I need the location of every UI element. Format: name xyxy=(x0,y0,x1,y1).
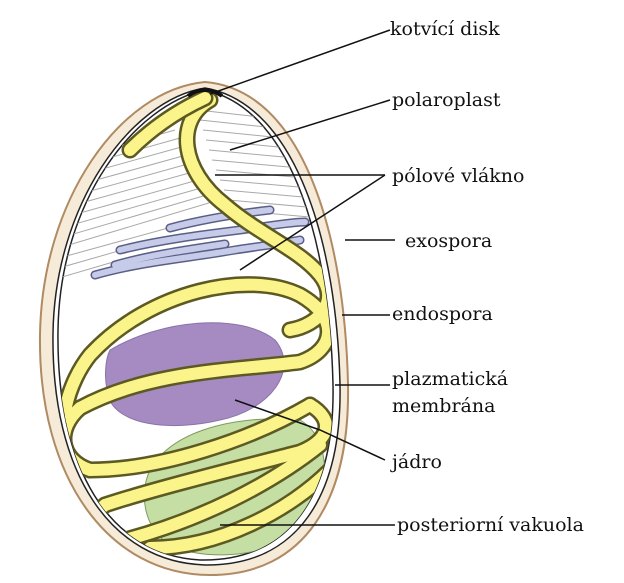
label-nucleus: jádro xyxy=(390,451,442,473)
label-posterior-vacuole: posteriorní vakuola xyxy=(397,514,584,536)
label-endospore: endospora xyxy=(392,303,493,325)
label-plasma-membrane-line2: membrána xyxy=(392,395,495,417)
label-polar-filament: pólové vlákno xyxy=(392,165,524,187)
label-polaroplast: polaroplast xyxy=(392,89,501,111)
label-plasma-membrane-line1: plazmatická xyxy=(392,368,508,390)
label-exospore: exospora xyxy=(405,230,492,252)
label-anchoring-disk: kotvící disk xyxy=(390,18,500,40)
